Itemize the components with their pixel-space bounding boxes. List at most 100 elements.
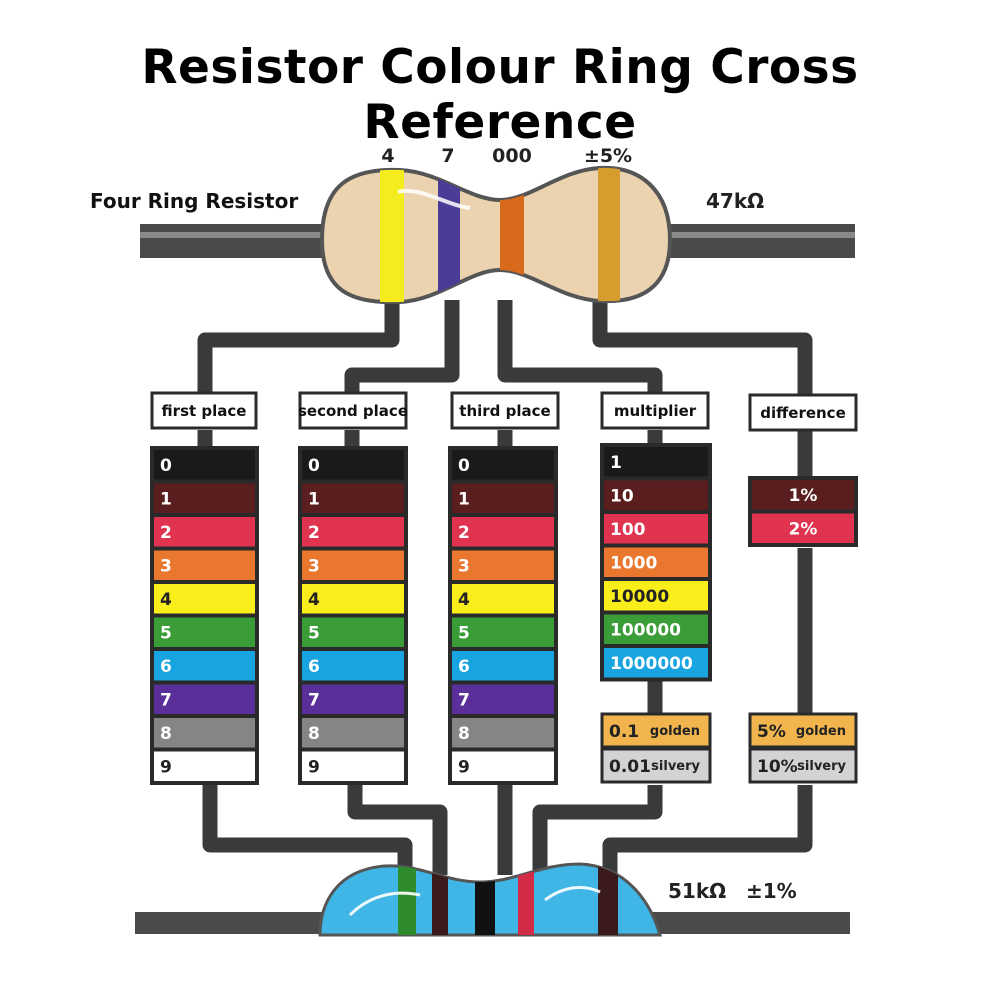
color-value-label: 9: [160, 757, 172, 777]
color-swatch: [604, 514, 708, 544]
color-value-label: 0: [308, 456, 320, 476]
header-first-place: first place: [162, 402, 247, 420]
color-value-label: 9: [458, 757, 470, 777]
color-swatch: [154, 718, 255, 748]
top-ring-3: [500, 167, 524, 303]
color-swatch: [604, 581, 708, 611]
color-swatch: [752, 513, 854, 543]
bottom-resistor-lead-left: [135, 912, 335, 934]
bottom-ring-5: [598, 864, 618, 935]
color-swatch: [154, 684, 255, 714]
color-swatch: [302, 584, 404, 614]
color-swatch: [452, 651, 554, 681]
color-swatch: [604, 480, 708, 510]
color-swatch: [604, 447, 708, 477]
ring-label-1: 4: [381, 145, 394, 167]
color-value-label: 2: [308, 523, 320, 543]
color-value-label: 5: [308, 623, 320, 643]
color-value-label: 7: [160, 690, 172, 710]
color-swatch: [452, 483, 554, 513]
color-value-label: 10: [610, 486, 634, 506]
color-swatch: [452, 617, 554, 647]
color-swatch: [752, 480, 854, 510]
color-swatch: [452, 584, 554, 614]
column-headers: first place second place third place mul…: [150, 391, 858, 432]
bottom-resistor-value: 51kΩ: [668, 879, 726, 903]
color-swatch: [452, 450, 554, 480]
color-value-label: 1: [610, 453, 622, 473]
header-third-place: third place: [459, 402, 550, 420]
bottom-ring-2: [432, 864, 448, 935]
golden-swatch: [600, 712, 712, 749]
golden-name: golden: [650, 724, 700, 739]
silvery-name: silvery: [797, 759, 846, 774]
color-value-label: 1: [160, 489, 172, 509]
color-value-label: 1000: [610, 553, 657, 573]
top-resistor-lead-highlight-left: [140, 232, 340, 238]
color-swatch: [154, 517, 255, 547]
color-swatch: [604, 648, 708, 678]
header-box-difference: [748, 393, 858, 432]
golden-swatch: [748, 712, 858, 749]
color-swatch: [604, 614, 708, 644]
color-swatch: [154, 550, 255, 580]
color-value-label: 100000: [610, 620, 681, 640]
top-resistor-lead-left: [140, 224, 340, 258]
color-value-label: 1: [458, 489, 470, 509]
color-value-label: 5: [160, 623, 172, 643]
color-value-label: 1%: [789, 486, 818, 506]
color-swatch: [154, 751, 255, 781]
color-swatch: [302, 718, 404, 748]
header-box-second-place: [298, 391, 408, 430]
color-value-label: 6: [308, 657, 320, 677]
color-value-label: 7: [458, 690, 470, 710]
bottom-resistor-shine-left: [348, 891, 421, 917]
header-box-first-place: [150, 391, 258, 430]
golden-name: golden: [796, 724, 846, 739]
golden-value: 5%: [757, 722, 786, 742]
color-swatch: [452, 550, 554, 580]
silvery-swatch: [748, 747, 858, 784]
header-difference: difference: [760, 404, 846, 422]
color-value-label: 5: [458, 623, 470, 643]
page-title: Resistor Colour Ring Cross Reference: [141, 40, 859, 150]
header-second-place: second place: [298, 402, 408, 420]
silvery-value: 0.01: [609, 757, 651, 777]
top-ring-4: [598, 167, 620, 303]
ring-label-3: 000: [492, 145, 532, 167]
header-box-third-place: [450, 391, 560, 430]
color-tables: 0123456789012345678901234567891101001000…: [150, 443, 858, 785]
ring-label-2: 7: [441, 145, 454, 167]
color-value-label: 6: [160, 657, 172, 677]
color-value-label: 100: [610, 520, 646, 540]
four-ring-resistor-label: Four Ring Resistor: [90, 189, 298, 213]
silvery-value: 10%: [757, 757, 798, 777]
color-swatch: [452, 684, 554, 714]
top-resistor-shine: [397, 188, 471, 210]
color-value-label: 8: [458, 724, 470, 744]
color-value-label: 9: [308, 757, 320, 777]
color-swatch: [604, 547, 708, 577]
color-swatch: [302, 517, 404, 547]
color-value-label: 4: [308, 590, 320, 610]
top-resistor-lead-highlight-right: [655, 232, 855, 238]
color-swatch: [154, 584, 255, 614]
color-swatch: [154, 450, 255, 480]
color-value-label: 7: [308, 690, 320, 710]
color-value-label: 0: [160, 456, 172, 476]
color-value-label: 0: [458, 456, 470, 476]
color-swatch: [452, 517, 554, 547]
color-value-label: 4: [458, 590, 470, 610]
color-swatch: [302, 550, 404, 580]
bottom-resistor-tolerance: ±1%: [746, 879, 797, 903]
top-resistor-value: 47kΩ: [706, 189, 764, 213]
bottom-ring-3: [475, 864, 495, 935]
color-value-label: 2: [458, 523, 470, 543]
color-value-label: 3: [160, 556, 172, 576]
color-value-label: 3: [458, 556, 470, 576]
color-value-label: 6: [458, 657, 470, 677]
color-swatch: [302, 751, 404, 781]
top-resistor-body: [319, 165, 673, 305]
color-swatch: [302, 483, 404, 513]
